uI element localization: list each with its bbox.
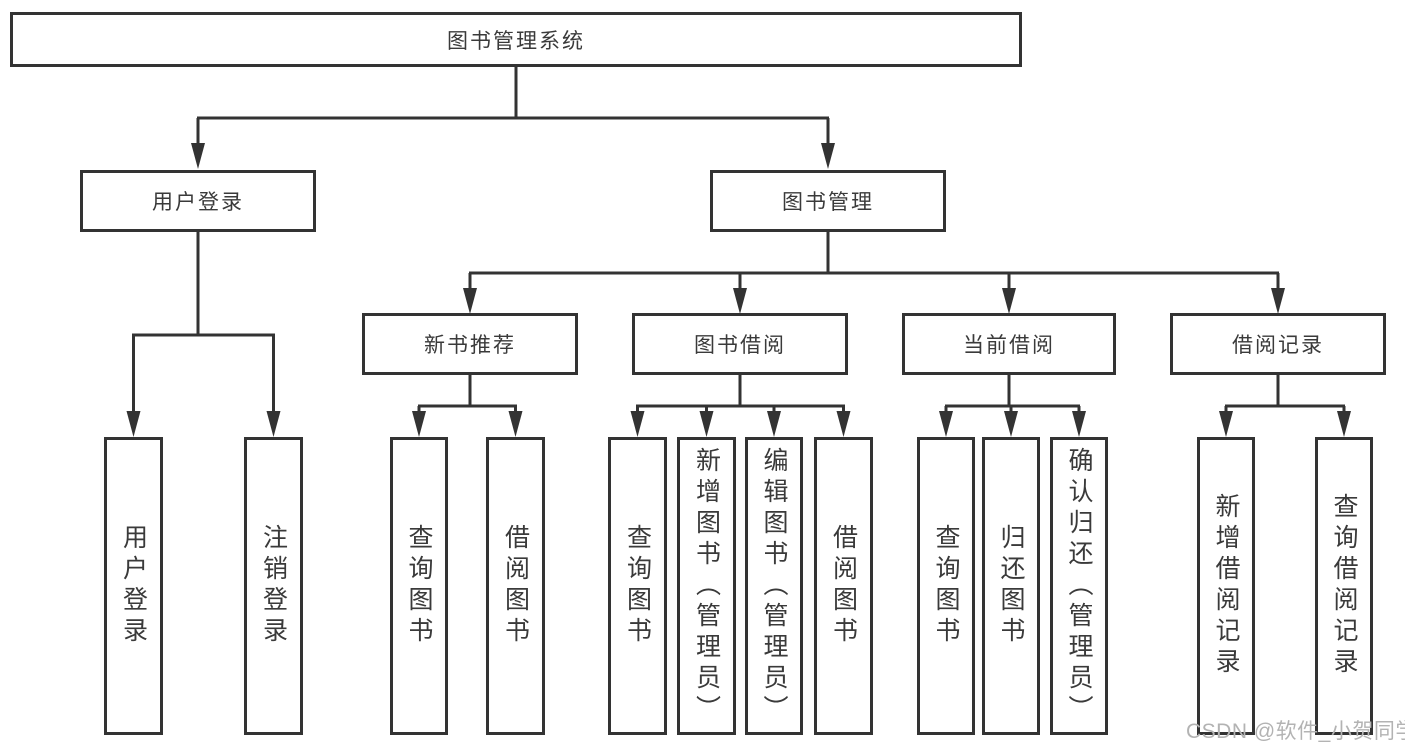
node-label: 查询图书	[623, 524, 652, 648]
arrowhead-icon	[266, 411, 281, 437]
node-label: 查询图书	[405, 524, 433, 648]
node-leaf-confirm-return-admin: 确认归还（管理员）	[1050, 437, 1108, 735]
arrowhead-icon	[836, 411, 851, 437]
node-borrow-records: 借阅记录	[1170, 313, 1386, 375]
node-label: 归还图书	[997, 524, 1025, 648]
arrowhead-icon	[939, 411, 953, 437]
node-root-system: 图书管理系统	[10, 12, 1022, 67]
arrowheads	[126, 143, 1351, 437]
arrowhead-icon	[412, 411, 426, 437]
node-book-borrowing: 图书借阅	[632, 313, 848, 375]
arrowhead-icon	[733, 288, 747, 314]
arrowhead-icon	[699, 411, 714, 437]
arrowhead-icon	[1072, 411, 1086, 437]
node-label: 借阅图书	[501, 524, 530, 648]
node-label: 用户登录	[119, 524, 148, 648]
node-leaf-add-book-admin: 新增图书（管理员）	[677, 437, 736, 735]
arrowhead-icon	[1337, 411, 1351, 437]
node-leaf-return-book: 归还图书	[982, 437, 1040, 735]
node-leaf-user-login: 用户登录	[104, 437, 163, 735]
node-label: 确认归还（管理员）	[1065, 446, 1093, 726]
node-label: 新增图书（管理员）	[692, 446, 721, 726]
node-leaf-borrow-book-2: 借阅图书	[814, 437, 873, 735]
arrowhead-icon	[821, 143, 835, 169]
arrowhead-icon	[1219, 411, 1233, 437]
node-label: 查询图书	[932, 524, 960, 648]
node-leaf-borrow-book-1: 借阅图书	[486, 437, 545, 735]
node-leaf-logout: 注销登录	[244, 437, 303, 735]
node-label: 新增借阅记录	[1212, 493, 1240, 679]
node-leaf-add-borrow-record: 新增借阅记录	[1197, 437, 1255, 735]
node-label: 注销登录	[259, 524, 288, 648]
arrowhead-icon	[191, 143, 205, 169]
node-book-management: 图书管理	[710, 170, 946, 232]
arrowhead-icon	[1002, 288, 1016, 314]
node-new-book-recommend: 新书推荐	[362, 313, 578, 375]
node-label: 借阅图书	[829, 524, 858, 648]
node-current-borrowing: 当前借阅	[902, 313, 1116, 375]
node-leaf-query-book-1: 查询图书	[390, 437, 448, 735]
arrowhead-icon	[463, 288, 477, 314]
node-leaf-query-book-2: 查询图书	[608, 437, 667, 735]
arrowhead-icon	[767, 411, 781, 437]
arrowhead-icon	[1271, 288, 1285, 314]
node-leaf-query-book-3: 查询图书	[917, 437, 975, 735]
arrowhead-icon	[630, 411, 645, 437]
node-label: 编辑图书（管理员）	[760, 446, 788, 726]
arrowhead-icon	[1004, 411, 1018, 437]
node-leaf-edit-book-admin: 编辑图书（管理员）	[745, 437, 803, 735]
arrowhead-icon	[508, 411, 523, 437]
watermark: CSDN @软件_小贺同学	[1186, 720, 1405, 743]
node-leaf-query-borrow-record: 查询借阅记录	[1315, 437, 1373, 735]
arrowhead-icon	[126, 411, 141, 437]
node-label: 查询借阅记录	[1330, 493, 1358, 679]
node-user-login: 用户登录	[80, 170, 316, 232]
